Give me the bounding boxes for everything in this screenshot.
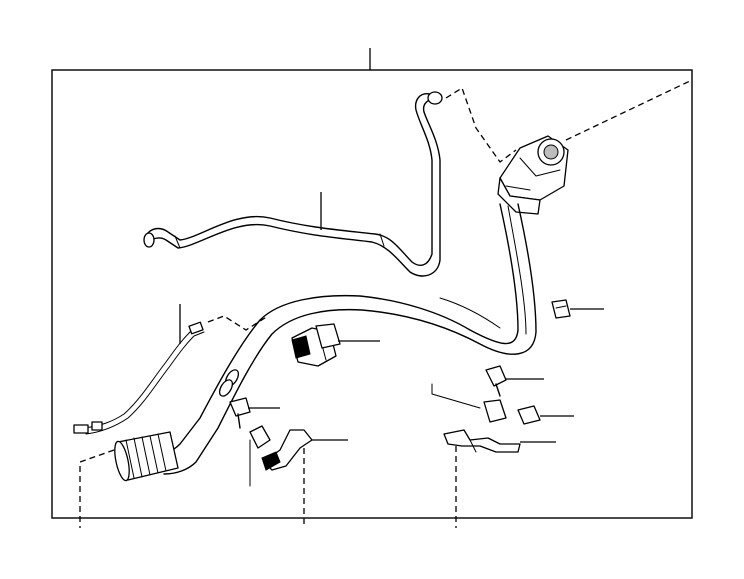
corrugated-hose [114,431,179,482]
bracket-right [443,429,521,453]
bolt-right [485,365,507,397]
bracket-left [261,429,313,471]
vent-line [73,321,205,435]
pipe-protector [291,323,341,367]
assembly-frame [51,48,693,519]
connection-dash-lower-left [79,449,115,528]
connection-dash-right [565,79,693,141]
bolt-left [229,397,251,429]
clamp-left [249,425,271,487]
filler-pipe [149,203,537,475]
clip-upper-right [551,299,571,319]
connection-dash-upper [445,87,517,163]
filler-neck [497,135,569,215]
breather-tube [143,91,443,277]
clip-right [517,405,541,425]
clamp-right [431,383,507,423]
connection-dash-vent [207,315,269,331]
